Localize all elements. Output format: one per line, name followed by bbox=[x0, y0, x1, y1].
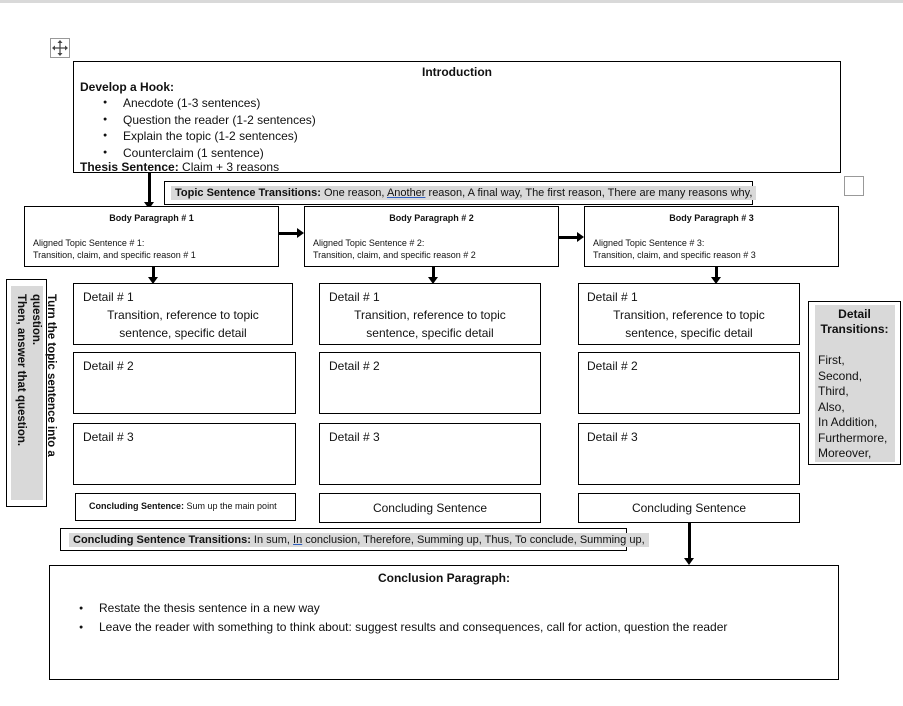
text-span: In sum, bbox=[250, 534, 294, 546]
body-paragraph-2: Body Paragraph # 2 Aligned Topic Sentenc… bbox=[304, 206, 559, 267]
concluding-sentence-text: Concluding Sentence bbox=[631, 501, 747, 515]
body-paragraph-title: Body Paragraph # 2 bbox=[389, 213, 474, 223]
detail-2-box: Detail # 2 bbox=[319, 352, 541, 414]
detail-3-box: Detail # 3 bbox=[73, 423, 296, 485]
list-item: Leave the reader with something to think… bbox=[79, 618, 727, 637]
hook-label: Develop a Hook: bbox=[80, 80, 175, 94]
detail-desc: Transition, reference to topic bbox=[354, 308, 506, 322]
list-item: Furthermore, bbox=[818, 430, 888, 445]
detail-desc: Transition, reference to topic bbox=[613, 308, 765, 322]
concluding-sentence-2: Concluding Sentence bbox=[319, 493, 541, 523]
introduction-title: Introduction bbox=[422, 65, 492, 79]
list-item: Also, bbox=[818, 399, 845, 414]
thesis-label: Thesis Sentence: bbox=[80, 160, 179, 174]
detail-transitions-list: First, Second, Third, Also, In Addition,… bbox=[818, 353, 887, 462]
detail-2-box: Detail # 2 bbox=[73, 352, 296, 414]
top-border bbox=[0, 0, 903, 3]
concluding-transitions-text: Concluding Sentence Transitions: In sum,… bbox=[69, 533, 649, 547]
concluding-desc: Sum up the main point bbox=[184, 501, 277, 511]
detail-1-box: Detail # 1 Transition, reference to topi… bbox=[578, 283, 800, 345]
detail-label: Detail # 1 bbox=[83, 290, 134, 304]
topic-sentence-label: Aligned Topic Sentence # 1: bbox=[33, 238, 145, 248]
conclusion-box: Conclusion Paragraph: Restate the thesis… bbox=[49, 565, 839, 680]
detail-transitions-title: Transitions: bbox=[820, 322, 889, 336]
detail-label: Detail # 2 bbox=[83, 359, 134, 373]
text-span: reason, A final way, The first reason, T… bbox=[425, 187, 753, 199]
detail-label: Detail # 1 bbox=[587, 290, 638, 304]
instruction-line: Turn the topic sentence into a question. bbox=[30, 294, 57, 457]
question-instruction-text: Turn the topic sentence into a question.… bbox=[13, 294, 58, 494]
detail-label: Detail # 2 bbox=[587, 359, 638, 373]
body-paragraph-title: Body Paragraph # 3 bbox=[669, 213, 754, 223]
detail-label: Detail # 3 bbox=[329, 430, 380, 444]
body-paragraph-title: Body Paragraph # 1 bbox=[109, 213, 194, 223]
detail-label: Detail # 2 bbox=[329, 359, 380, 373]
conclusion-title: Conclusion Paragraph: bbox=[377, 571, 511, 585]
topic-sentence-desc: Transition, claim, and specific reason #… bbox=[33, 250, 196, 260]
detail-desc: sentence, specific detail bbox=[366, 326, 494, 340]
topic-transitions-box: Topic Sentence Transitions: One reason, … bbox=[164, 181, 757, 205]
topic-transitions-label: Topic Sentence Transitions: bbox=[175, 187, 321, 199]
detail-desc: sentence, specific detail bbox=[119, 326, 247, 340]
list-item: Question the reader (1-2 sentences) bbox=[103, 112, 316, 129]
topic-sentence-desc: Transition, claim, and specific reason #… bbox=[593, 250, 756, 260]
list-item: In Addition, bbox=[818, 415, 878, 429]
list-item: Explain the topic (1-2 sentences) bbox=[103, 128, 316, 145]
concluding-sentence-text: Concluding Sentence: Sum up the main poi… bbox=[89, 501, 277, 511]
detail-desc: sentence, specific detail bbox=[625, 326, 753, 340]
detail-transitions-title: Detail bbox=[838, 307, 871, 321]
detail-3-box: Detail # 3 bbox=[578, 423, 800, 485]
text-span: conclusion, Therefore, Summing up, Thus,… bbox=[302, 534, 645, 546]
topic-sentence-label: Aligned Topic Sentence # 3: bbox=[593, 238, 705, 248]
list-item: Counterclaim (1 sentence) bbox=[103, 145, 316, 162]
underlined-word: Another bbox=[386, 187, 426, 199]
arrow-down bbox=[684, 523, 694, 565]
detail-label: Detail # 3 bbox=[83, 430, 134, 444]
body-paragraph-1: Body Paragraph # 1 Aligned Topic Sentenc… bbox=[24, 206, 279, 267]
detail-1-box: Detail # 1 Transition, reference to topi… bbox=[73, 283, 293, 345]
detail-label: Detail # 3 bbox=[587, 430, 638, 444]
concluding-transitions-box: Concluding Sentence Transitions: In sum,… bbox=[60, 528, 649, 551]
list-item: Anecdote (1-3 sentences) bbox=[103, 95, 316, 112]
concluding-sentence-1: Concluding Sentence: Sum up the main poi… bbox=[75, 493, 296, 521]
detail-desc: Transition, reference to topic bbox=[107, 308, 259, 322]
introduction-box: Introduction Develop a Hook: Anecdote (1… bbox=[73, 61, 841, 174]
move-handle-icon[interactable] bbox=[50, 38, 70, 58]
detail-label: Detail # 1 bbox=[329, 290, 380, 304]
checkbox-icon[interactable] bbox=[844, 176, 864, 196]
arrow-down bbox=[148, 267, 158, 284]
text-span: One reason, bbox=[320, 187, 387, 199]
thesis-text: Claim + 3 reasons bbox=[178, 160, 280, 174]
concluding-sentence-3: Concluding Sentence bbox=[578, 493, 800, 523]
topic-sentence-desc: Transition, claim, and specific reason #… bbox=[313, 250, 476, 260]
concluding-label: Concluding Sentence: bbox=[89, 501, 185, 511]
concluding-sentence-text: Concluding Sentence bbox=[372, 501, 488, 515]
detail-3-box: Detail # 3 bbox=[319, 423, 541, 485]
topic-sentence-label: Aligned Topic Sentence # 2: bbox=[313, 238, 425, 248]
underlined-word: In bbox=[293, 534, 303, 546]
detail-transitions-highlight bbox=[815, 305, 895, 462]
arrow-down bbox=[144, 173, 154, 209]
arrow-right bbox=[559, 232, 584, 242]
detail-transitions-box: Detail Transitions: First, Second, Third… bbox=[808, 301, 901, 465]
conclusion-list: Restate the thesis sentence in a new way… bbox=[50, 599, 727, 637]
list-item: Third, bbox=[818, 384, 849, 398]
list-item: Second, bbox=[818, 368, 863, 383]
arrow-down bbox=[428, 267, 438, 284]
detail-1-box: Detail # 1 Transition, reference to topi… bbox=[319, 283, 541, 345]
arrow-down bbox=[711, 267, 721, 284]
topic-transitions-text: Topic Sentence Transitions: One reason, … bbox=[171, 186, 757, 200]
list-item: Moreover, bbox=[818, 446, 872, 460]
instruction-line: Then, answer that question. bbox=[15, 294, 27, 447]
list-item: Restate the thesis sentence in a new way bbox=[79, 599, 727, 618]
question-instruction-box: Turn the topic sentence into a question.… bbox=[6, 279, 57, 507]
arrow-right bbox=[279, 228, 304, 238]
list-item: First, bbox=[818, 353, 845, 367]
thesis-line: Thesis Sentence: Claim + 3 reasons bbox=[80, 160, 279, 174]
hook-list: Anecdote (1-3 sentences) Question the re… bbox=[74, 95, 316, 161]
detail-2-box: Detail # 2 bbox=[578, 352, 800, 414]
question-instruction-highlight bbox=[11, 286, 43, 500]
concluding-transitions-label: Concluding Sentence Transitions: bbox=[73, 534, 251, 546]
body-paragraph-3: Body Paragraph # 3 Aligned Topic Sentenc… bbox=[584, 206, 839, 267]
